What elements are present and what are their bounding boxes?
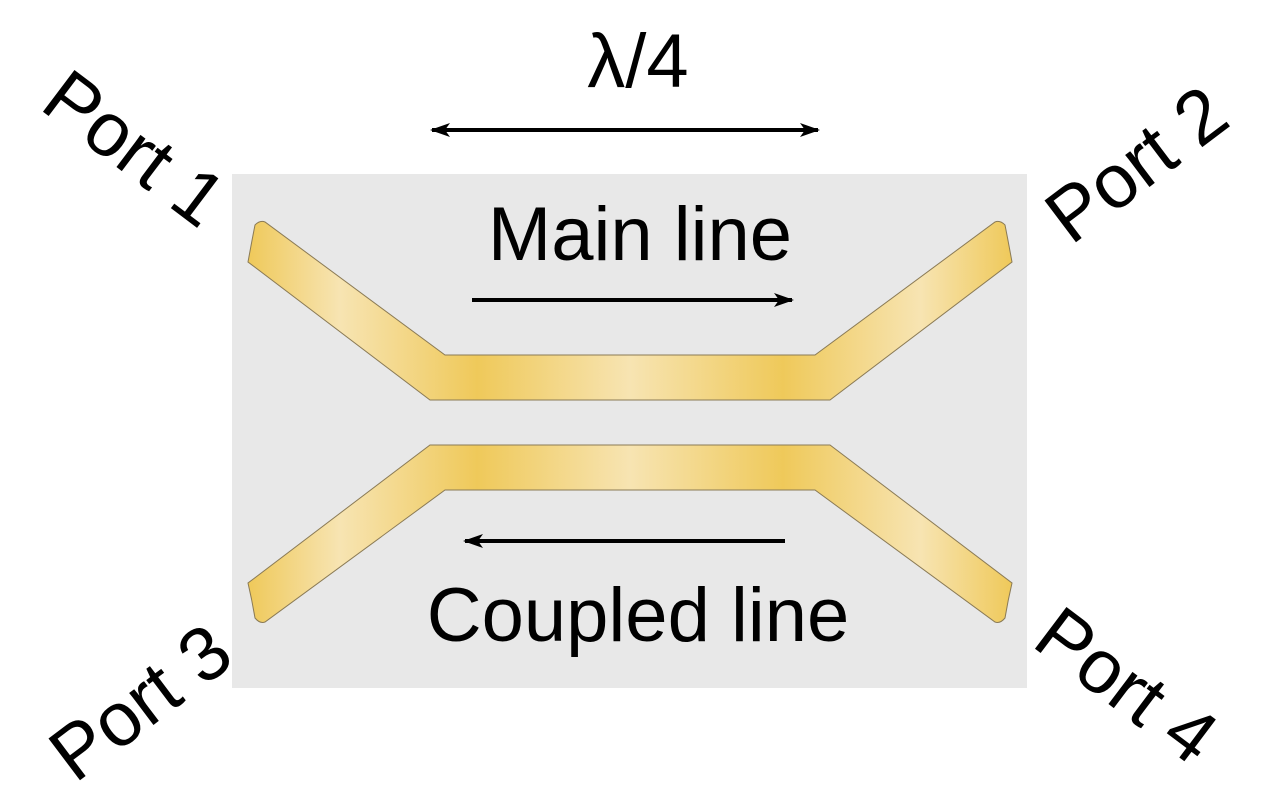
port-4-label: Port 4 <box>1020 591 1233 781</box>
main-line-label: Main line <box>488 192 792 277</box>
quarter-wave-label: λ/4 <box>587 19 688 104</box>
coupled-line-trace <box>247 444 1013 623</box>
substrate <box>232 174 1027 688</box>
port-3-label: Port 3 <box>34 608 247 798</box>
port-2-label: Port 2 <box>1030 70 1243 260</box>
main-line-trace <box>247 220 1013 401</box>
port-1-label: Port 1 <box>28 54 241 244</box>
coupled-line-label: Coupled line <box>427 573 850 658</box>
